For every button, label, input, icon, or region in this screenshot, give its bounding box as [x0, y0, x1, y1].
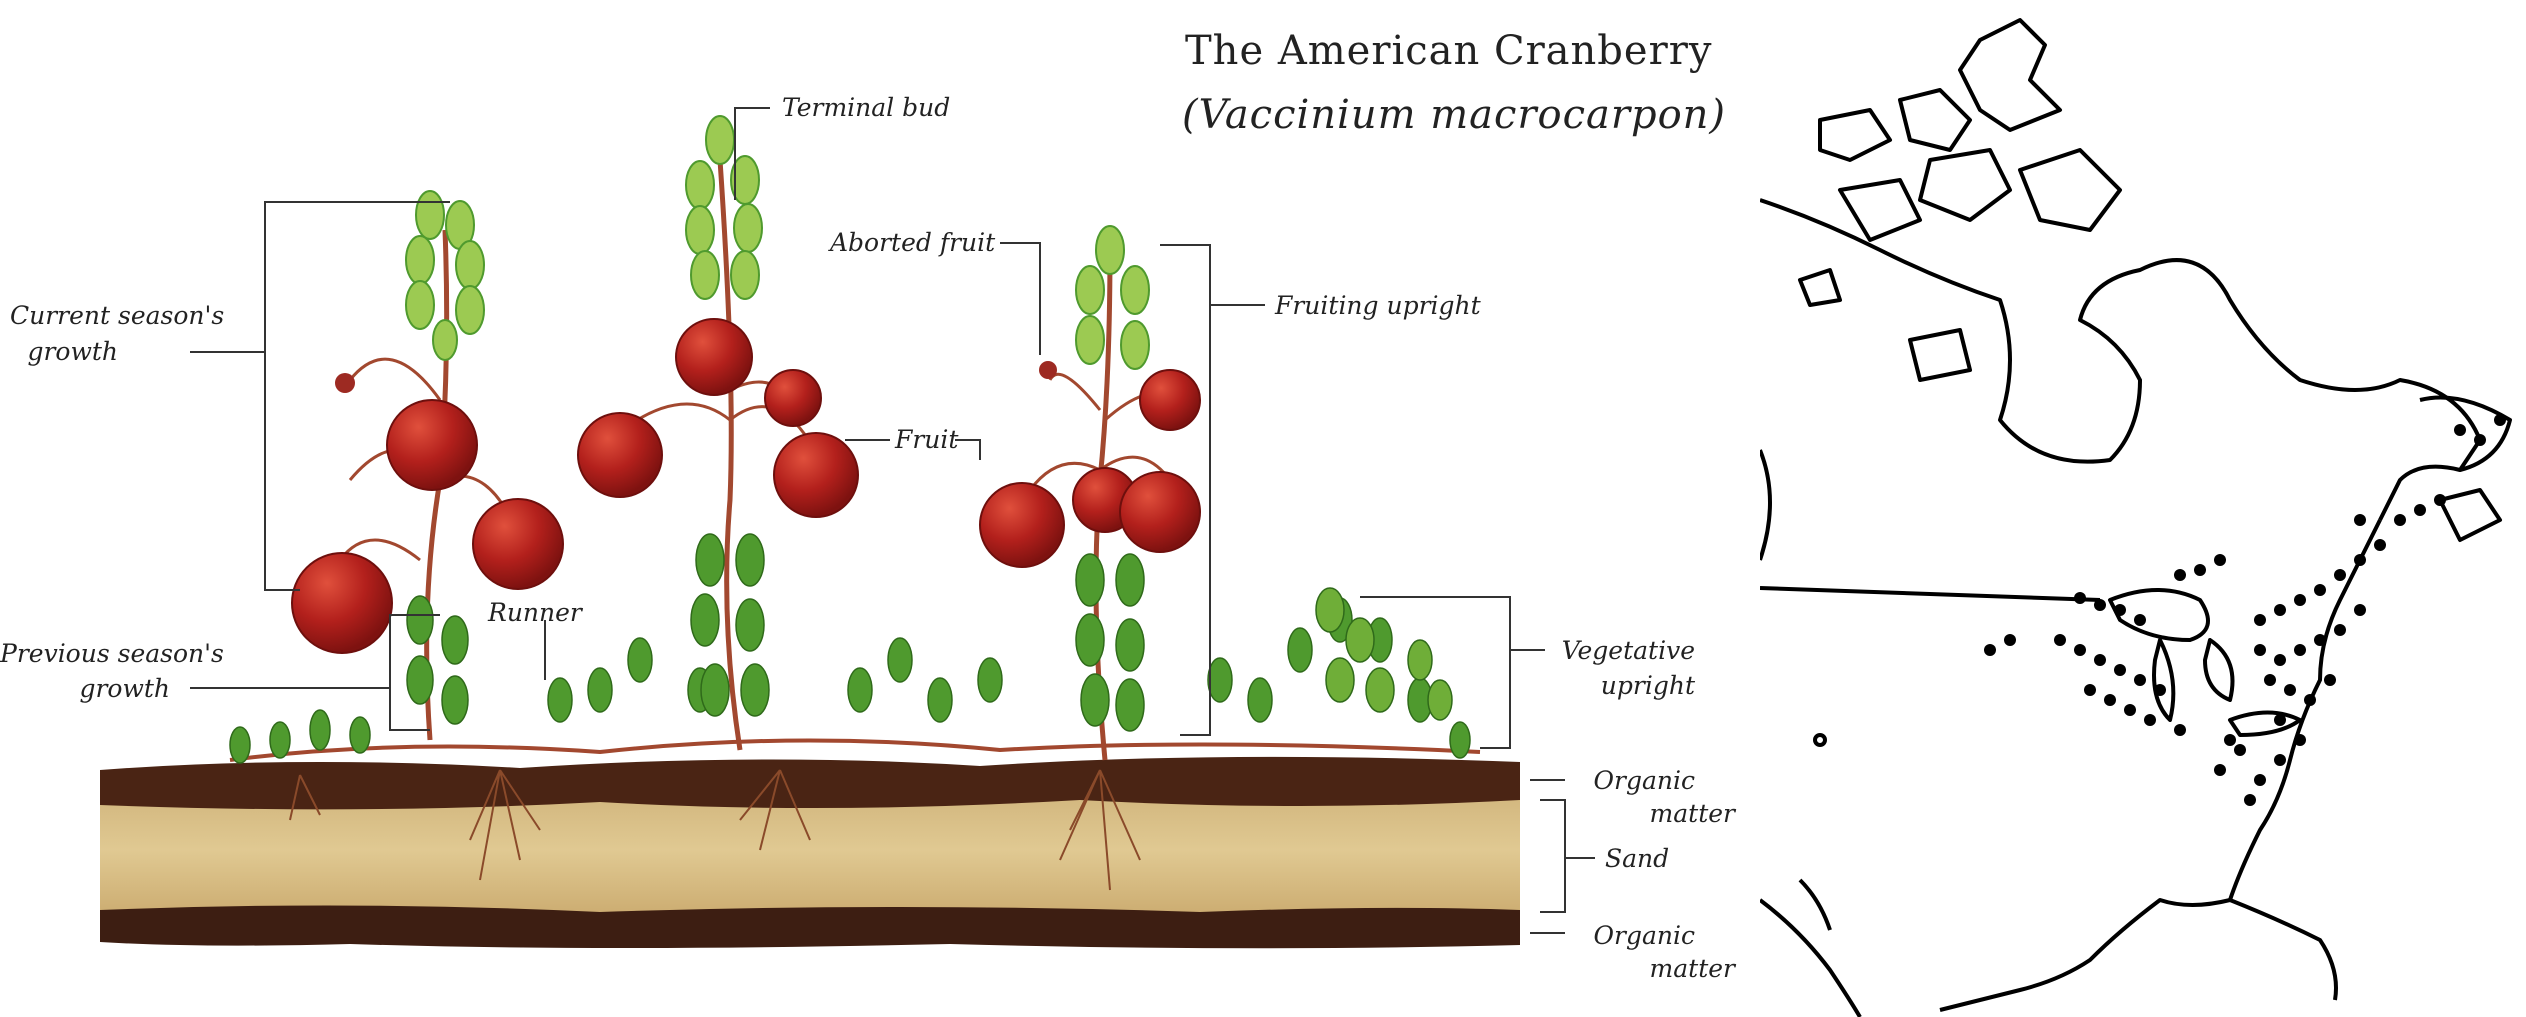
berry: [774, 433, 858, 517]
label-organic-matter-top-line1: Organic: [1540, 765, 1695, 797]
berry: [676, 319, 752, 395]
berry: [765, 370, 821, 426]
cranberry-plant-illustration: [0, 0, 1760, 1017]
label-organic-matter-top-line2: matter: [1540, 798, 1735, 830]
berry: [980, 483, 1064, 567]
soil-profile: [100, 757, 1520, 948]
diagram-subtitle: (Vaccinium macrocarpon): [1182, 92, 1726, 138]
label-vegetative-line2: upright: [1500, 670, 1695, 702]
label-previous-growth-line1: Previous season's: [0, 638, 185, 670]
berry: [292, 553, 392, 653]
label-terminal-bud: Terminal bud: [782, 92, 950, 124]
berry: [1120, 472, 1200, 552]
distribution-dots: [1984, 414, 2506, 806]
label-organic-matter-bottom-line2: matter: [1540, 953, 1735, 985]
label-runner: Runner: [488, 597, 582, 629]
label-sand: Sand: [1605, 843, 1669, 875]
berry: [1140, 370, 1200, 430]
label-current-growth-line1: Current season's: [10, 300, 185, 332]
berry: [473, 499, 563, 589]
distribution-map: [1760, 0, 2526, 1017]
label-previous-growth-line2: growth: [0, 673, 170, 705]
label-vegetative-line1: Vegetative: [1500, 635, 1695, 667]
label-current-growth-line2: growth: [10, 336, 118, 368]
organic-matter-bottom-layer: [100, 905, 1520, 948]
label-organic-matter-bottom-line1: Organic: [1540, 920, 1695, 952]
berry: [578, 413, 662, 497]
diagram-title: The American Cranberry: [1185, 28, 1712, 74]
berry: [387, 400, 477, 490]
label-aborted-fruit: Aborted fruit: [830, 227, 995, 259]
label-fruit: Fruit: [895, 424, 958, 456]
label-fruiting-upright: Fruiting upright: [1275, 290, 1481, 322]
